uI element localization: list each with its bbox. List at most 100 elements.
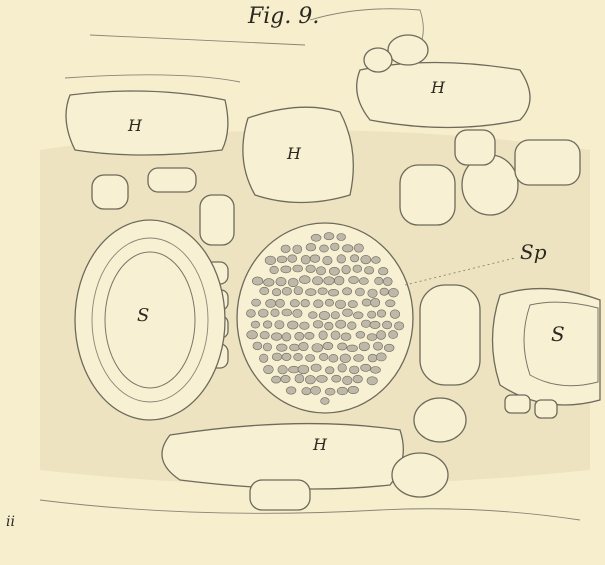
- spore: [324, 233, 334, 240]
- spore: [332, 375, 341, 382]
- cell-small-top: [388, 35, 428, 65]
- spore: [343, 309, 353, 317]
- cell-right-3: [420, 285, 480, 385]
- spore: [353, 375, 363, 383]
- spore: [318, 288, 327, 295]
- spore: [334, 276, 344, 285]
- spore: [272, 353, 282, 361]
- cell-S-left-outer: [75, 220, 225, 420]
- spore: [319, 311, 329, 319]
- spore: [275, 321, 284, 329]
- spore: [337, 255, 346, 263]
- spore: [282, 309, 292, 316]
- spore: [361, 364, 371, 371]
- spore: [288, 278, 298, 286]
- spore: [312, 344, 323, 353]
- spore: [295, 332, 304, 340]
- spore: [390, 310, 400, 319]
- spore: [293, 245, 302, 254]
- spore: [305, 375, 315, 384]
- cell-bottom-3: [250, 480, 310, 510]
- spore: [361, 255, 371, 264]
- spore: [271, 309, 279, 317]
- spore: [347, 345, 358, 352]
- spore: [337, 234, 346, 241]
- spore: [263, 321, 272, 328]
- spore: [311, 386, 321, 394]
- cell-top-1: [90, 35, 305, 45]
- spore: [372, 257, 381, 264]
- cell-left-2: [148, 168, 196, 192]
- cell-H-left: [66, 91, 228, 155]
- spore: [354, 244, 363, 252]
- spore: [336, 320, 346, 328]
- spore: [246, 310, 255, 318]
- spore: [281, 245, 290, 253]
- spore: [386, 300, 396, 307]
- spore: [337, 387, 347, 395]
- spore: [272, 376, 281, 383]
- spore: [335, 300, 345, 309]
- spore: [277, 256, 287, 263]
- spore: [265, 256, 276, 265]
- spore: [290, 300, 299, 307]
- spore: [300, 322, 310, 329]
- spore: [264, 279, 275, 287]
- spore: [349, 276, 359, 283]
- spore: [367, 377, 377, 385]
- spore: [348, 301, 357, 308]
- spore: [301, 255, 310, 264]
- spore: [348, 322, 357, 330]
- spore: [252, 277, 263, 285]
- cell-top-2: [65, 75, 240, 82]
- spore: [288, 255, 297, 263]
- spore: [314, 300, 324, 308]
- spore: [329, 354, 338, 362]
- spore: [306, 265, 316, 273]
- cell-right-1: [400, 165, 455, 225]
- spore: [342, 265, 351, 274]
- spore: [325, 299, 334, 306]
- spore: [361, 320, 370, 327]
- cell-S-right-outer: [493, 289, 601, 405]
- cell-small-top-2: [364, 48, 392, 72]
- spore: [368, 311, 376, 318]
- spore: [263, 343, 271, 351]
- spore: [367, 334, 377, 341]
- spore: [301, 299, 310, 307]
- label-H-left: H: [128, 116, 142, 135]
- spore: [370, 321, 380, 328]
- spore: [380, 288, 389, 295]
- spore: [305, 332, 314, 339]
- spore: [331, 243, 340, 251]
- spore: [331, 312, 339, 319]
- spore: [302, 388, 311, 395]
- spore: [343, 288, 352, 295]
- spore: [306, 355, 315, 362]
- label-S-left: S: [137, 305, 149, 326]
- spore: [310, 255, 320, 263]
- spore: [375, 277, 383, 285]
- spore: [319, 331, 327, 340]
- spore: [353, 265, 362, 272]
- spore: [340, 354, 350, 363]
- spore: [323, 342, 333, 349]
- spore: [298, 365, 309, 374]
- spore: [311, 234, 321, 241]
- spore: [259, 354, 268, 362]
- spore: [376, 353, 386, 361]
- spore: [371, 367, 381, 374]
- spore: [282, 333, 291, 341]
- spore: [313, 321, 323, 329]
- spore: [359, 342, 369, 351]
- spore: [320, 245, 329, 252]
- figure-title: Fig. 9.: [248, 4, 319, 29]
- spore: [258, 309, 268, 317]
- spore: [377, 331, 386, 340]
- spore: [356, 331, 365, 338]
- spore: [323, 256, 332, 265]
- spore: [253, 342, 262, 350]
- corner-mark: ii: [6, 514, 15, 530]
- spore: [319, 353, 328, 360]
